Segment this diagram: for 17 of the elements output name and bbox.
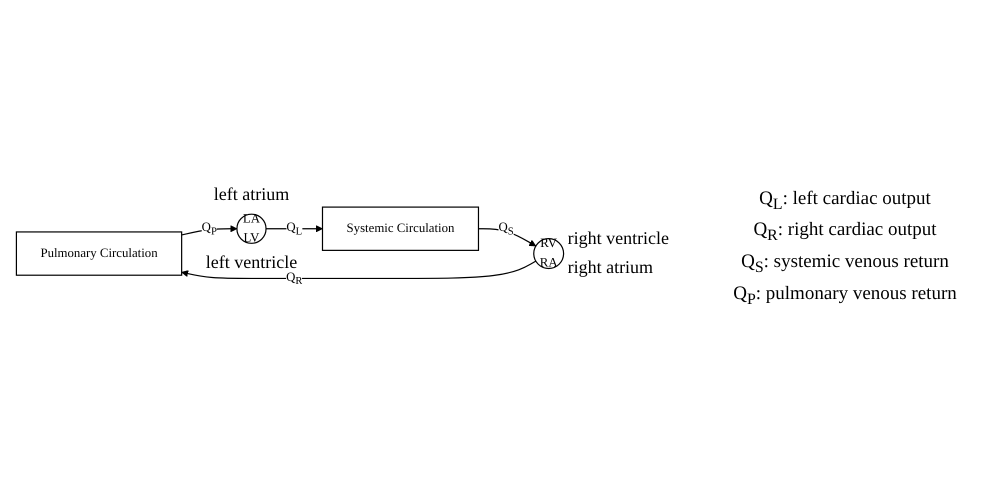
node-caption: left ventricle [206, 252, 298, 272]
note-text: Q$_{L}$: left cardiac output [758, 186, 932, 215]
node-caption: right ventricle [568, 228, 670, 250]
edge-label: Q$_{R}$ [286, 270, 302, 287]
note-text: Q$_{S}$: systemic venous return [740, 250, 950, 278]
node-caption: left atrium [214, 184, 290, 204]
node-box: Systemic Circulation [322, 206, 480, 251]
node-box: Pulmonary Circulation [16, 231, 182, 276]
edge-label: Q$_{S}$ [498, 220, 514, 237]
note-text: Q$_{P}$: pulmonary venous return [732, 282, 958, 310]
edge-label: Q$_{P}$ [202, 220, 217, 237]
node-caption: right atrium [568, 256, 654, 278]
arrow [181, 260, 536, 280]
arrow [182, 225, 238, 236]
edge-label: Q$_{L}$ [286, 220, 302, 237]
note-text: Q$_{R}$: right cardiac output [752, 218, 938, 246]
arrow [266, 225, 323, 232]
